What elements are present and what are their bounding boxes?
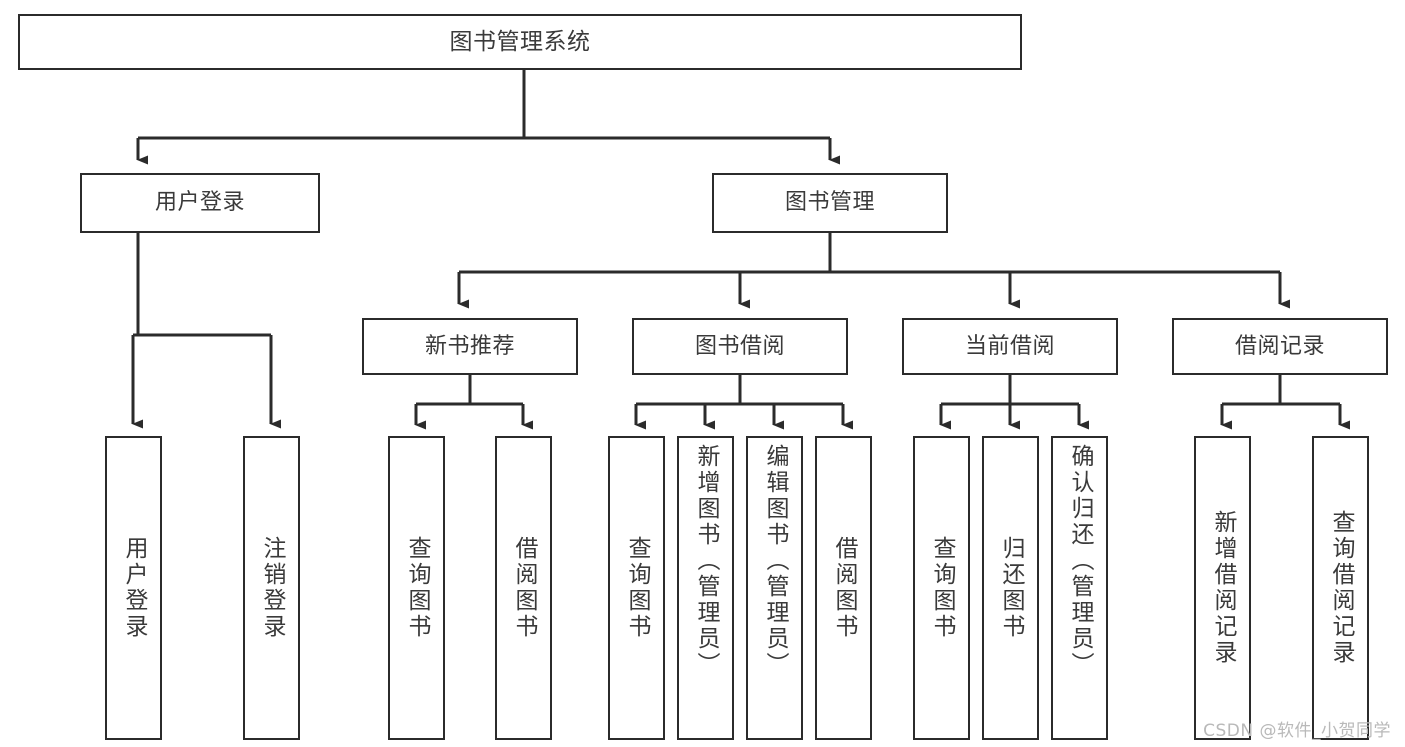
leaf-add-book-admin[interactable]: 新增图书（管理员） [677, 436, 734, 740]
node-book-management[interactable]: 图书管理 [712, 173, 948, 233]
node-label: 查询图书 [929, 536, 955, 640]
node-label: 新书推荐 [424, 333, 515, 359]
node-label: 当前借阅 [964, 333, 1055, 359]
leaf-return-book[interactable]: 归还图书 [982, 436, 1039, 740]
node-label: 新增借阅记录 [1210, 510, 1236, 666]
node-borrowing-records[interactable]: 借阅记录 [1172, 318, 1388, 375]
leaf-query-borrowing-record[interactable]: 查询借阅记录 [1312, 436, 1369, 740]
leaf-confirm-return-admin[interactable]: 确认归还（管理员） [1051, 436, 1108, 740]
node-label: 查询图书 [404, 536, 430, 640]
node-label: 图书管理 [784, 190, 875, 216]
node-label: 图书管理系统 [449, 28, 591, 55]
node-root-book-management-system[interactable]: 图书管理系统 [18, 14, 1022, 70]
leaf-logout[interactable]: 注销登录 [243, 436, 300, 740]
leaf-edit-book-admin[interactable]: 编辑图书（管理员） [746, 436, 803, 740]
node-label: 确认归还（管理员） [1067, 444, 1093, 678]
node-label: 用户登录 [154, 190, 245, 216]
leaf-add-borrowing-record[interactable]: 新增借阅记录 [1194, 436, 1251, 740]
node-label: 注销登录 [259, 536, 285, 640]
node-label: 新增图书（管理员） [693, 444, 719, 678]
leaf-query-book-borrowing[interactable]: 查询图书 [608, 436, 665, 740]
leaf-user-login[interactable]: 用户登录 [105, 436, 162, 740]
node-user-login[interactable]: 用户登录 [80, 173, 320, 233]
node-label: 查询图书 [624, 536, 650, 640]
node-label: 用户登录 [121, 536, 147, 640]
node-label: 归还图书 [998, 536, 1024, 640]
node-label: 查询借阅记录 [1328, 510, 1354, 666]
leaf-borrow-book-recommendation[interactable]: 借阅图书 [495, 436, 552, 740]
node-book-borrowing[interactable]: 图书借阅 [632, 318, 848, 375]
node-label: 借阅图书 [831, 536, 857, 640]
node-label: 图书借阅 [694, 333, 785, 359]
node-label: 借阅图书 [511, 536, 537, 640]
node-new-book-recommendation[interactable]: 新书推荐 [362, 318, 578, 375]
leaf-borrow-book[interactable]: 借阅图书 [815, 436, 872, 740]
watermark-text: CSDN @软件_小贺同学 [1203, 721, 1391, 741]
node-current-borrowing[interactable]: 当前借阅 [902, 318, 1118, 375]
leaf-query-book-recommendation[interactable]: 查询图书 [388, 436, 445, 740]
node-label: 借阅记录 [1234, 333, 1325, 359]
node-label: 编辑图书（管理员） [762, 444, 788, 678]
leaf-query-book-current[interactable]: 查询图书 [913, 436, 970, 740]
